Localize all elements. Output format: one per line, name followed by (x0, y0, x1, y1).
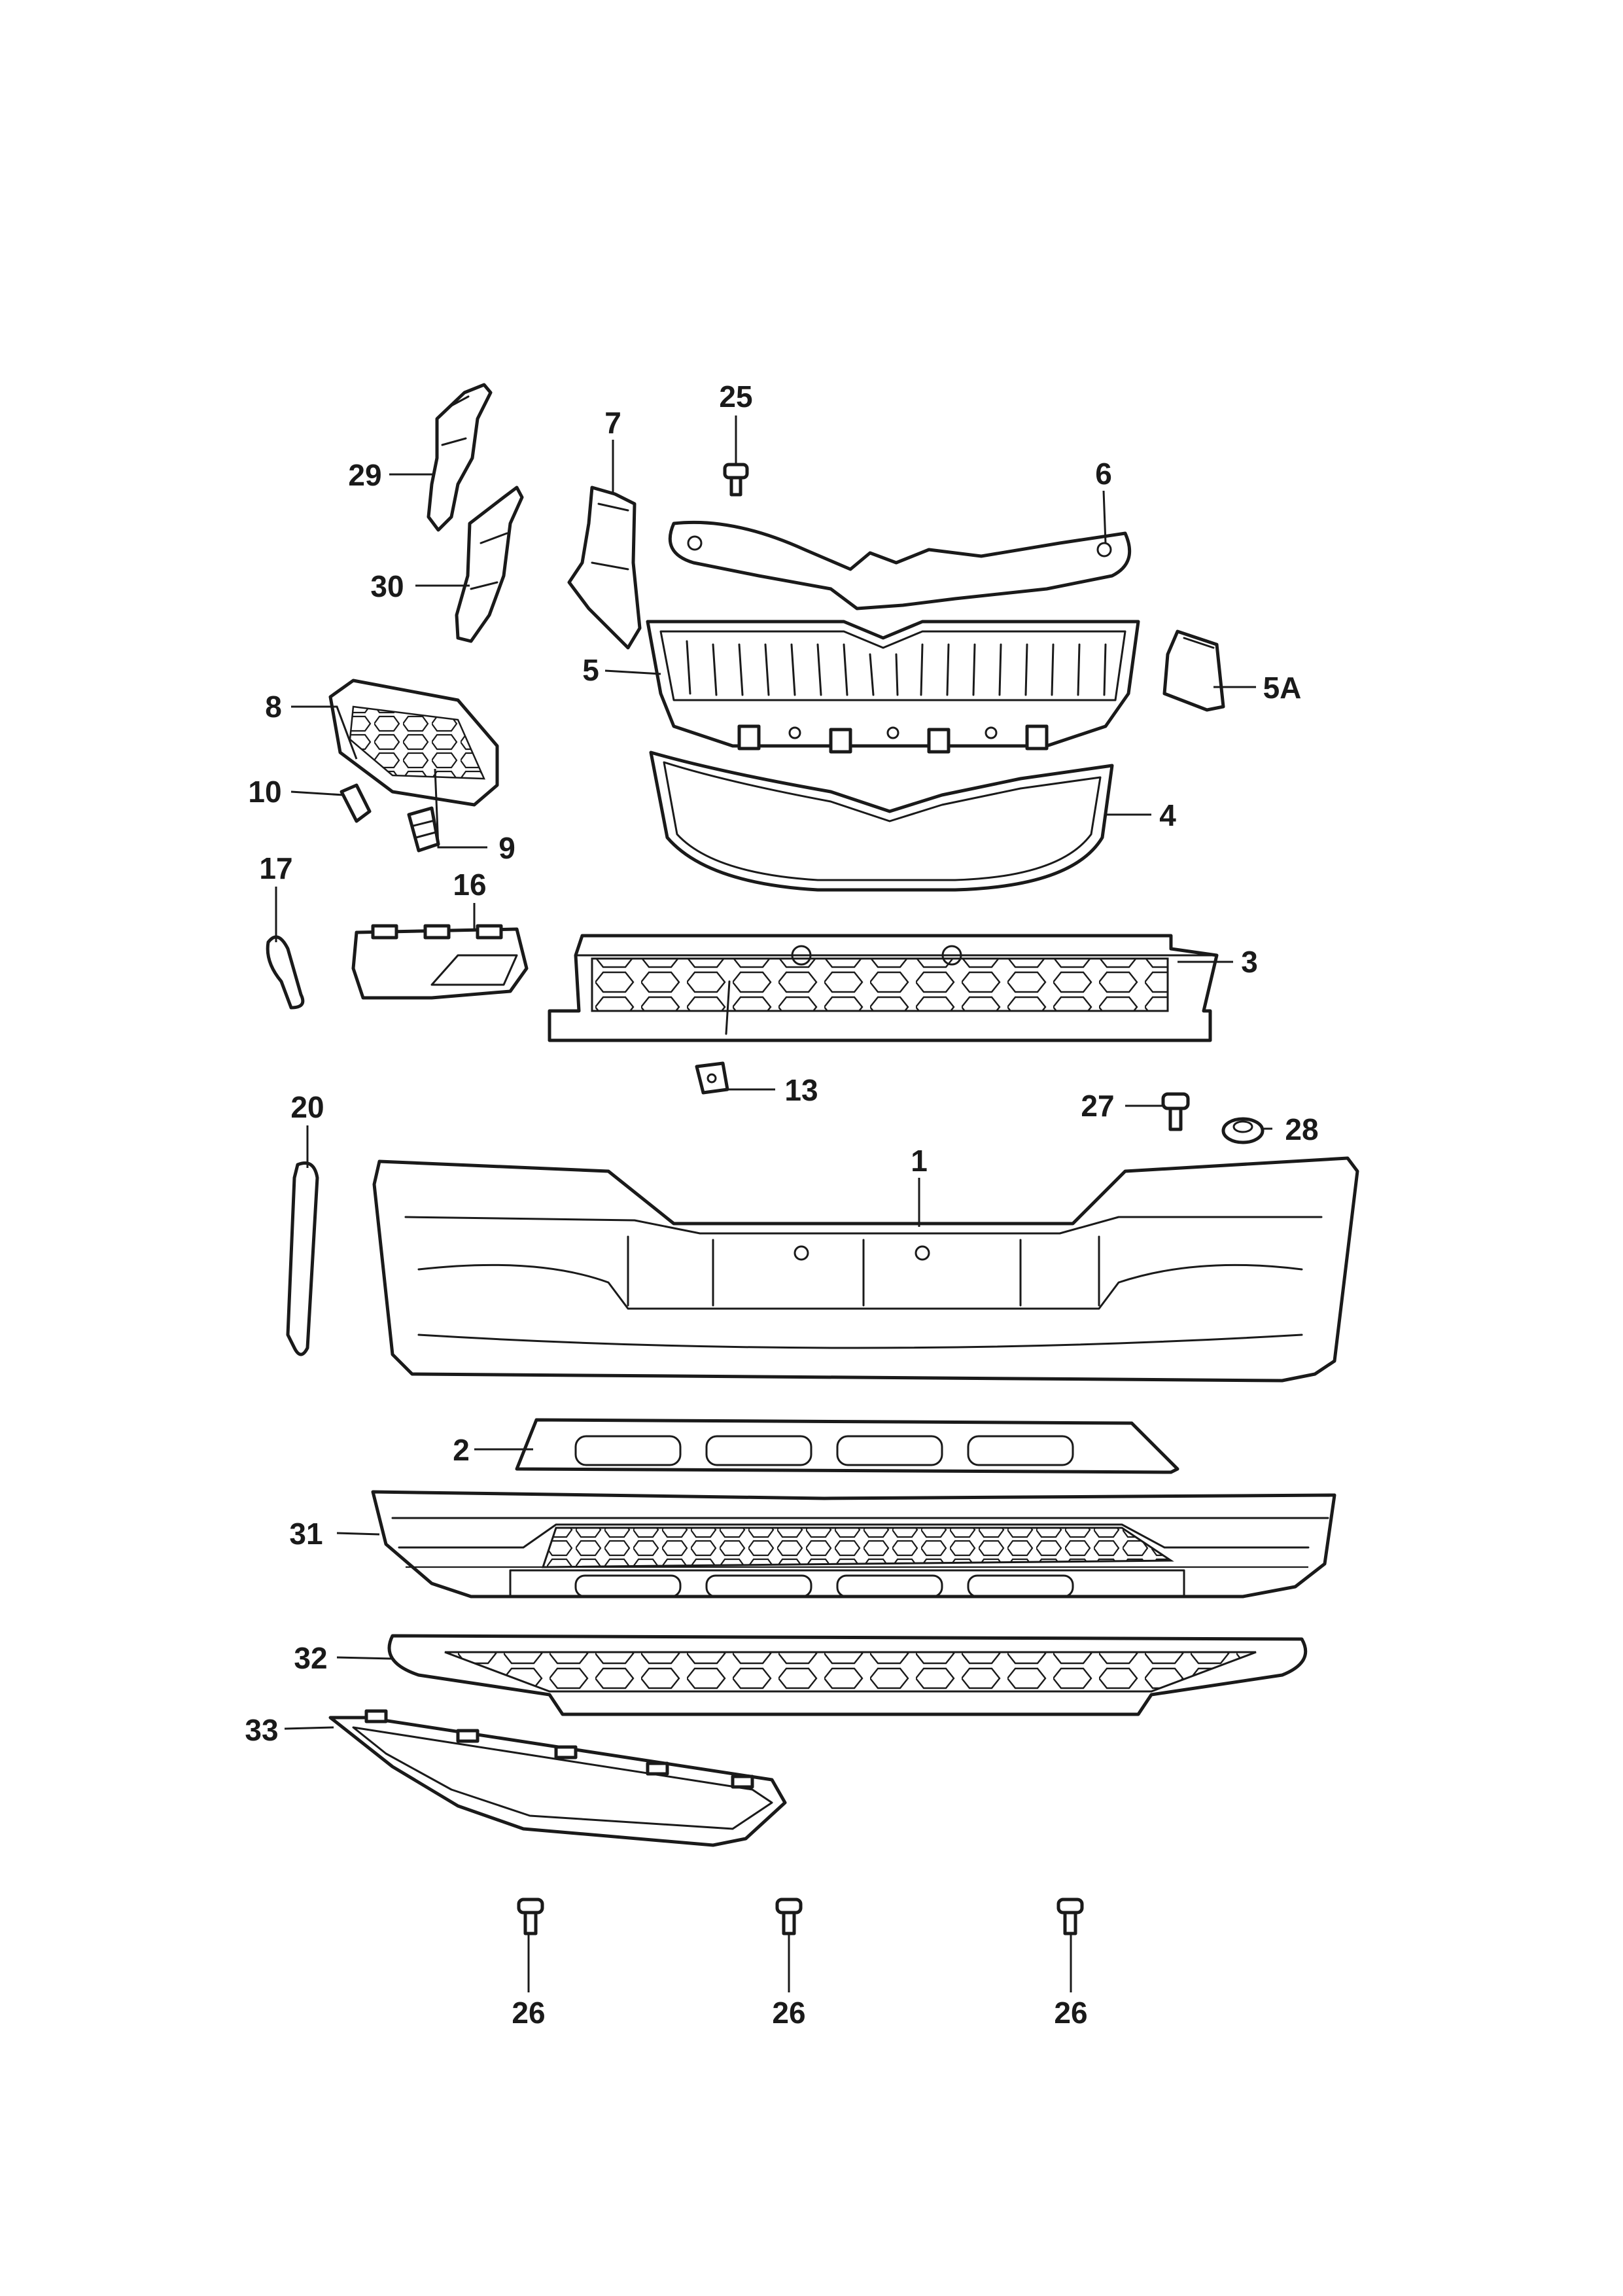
part-26-screw-right (1056, 1898, 1084, 1935)
part-4-grille-frame (649, 751, 1114, 892)
part-16-air-guide (351, 924, 529, 1000)
part-26-screw-middle (775, 1898, 803, 1935)
callout-27: 27 (1081, 1089, 1114, 1123)
callout-1: 1 (911, 1144, 928, 1178)
callout-2: 2 (453, 1433, 470, 1467)
callout-31: 31 (289, 1517, 323, 1551)
part-29-bracket (427, 383, 493, 532)
callout-26-left: 26 (512, 1996, 545, 2030)
part-33-trim-moulding (328, 1709, 787, 1847)
callout-29: 29 (348, 458, 381, 492)
part-10-clip (340, 783, 372, 823)
callout-6: 6 (1095, 457, 1112, 491)
callout-20: 20 (290, 1090, 324, 1124)
part-25-screw (723, 463, 749, 497)
callout-8: 8 (265, 690, 282, 724)
part-26-screw-left (517, 1898, 544, 1935)
part-7-bracket (567, 486, 642, 650)
part-3-lower-grille (548, 934, 1219, 1042)
part-31-lower-bumper (371, 1490, 1336, 1598)
part-2-lower-trim (515, 1418, 1179, 1474)
part-8-fog-grille (328, 679, 499, 807)
part-32-trim-strip (387, 1634, 1308, 1716)
callout-7: 7 (604, 406, 621, 440)
part-28-nut (1221, 1117, 1265, 1144)
callout-13: 13 (784, 1073, 818, 1107)
callout-16: 16 (453, 868, 486, 902)
leader-lines (275, 415, 1272, 1992)
callout-3: 3 (1241, 945, 1258, 979)
callout-5a: 5A (1263, 671, 1302, 705)
callout-28: 28 (1285, 1112, 1318, 1146)
callout-33: 33 (245, 1713, 278, 1747)
part-20-side-strip (286, 1161, 319, 1356)
part-5a-cap (1162, 629, 1225, 712)
callout-10: 10 (248, 775, 281, 809)
part-9-insert (407, 806, 440, 853)
part-1-bumper-cover (372, 1156, 1359, 1383)
callout-4: 4 (1159, 798, 1176, 832)
callout-30: 30 (370, 569, 404, 603)
part-27-bolt (1161, 1092, 1190, 1131)
callout-32: 32 (294, 1641, 327, 1675)
part-6-upper-moulding (668, 520, 1132, 610)
callout-5: 5 (582, 653, 599, 687)
callout-labels: 1 2 3 4 5 5A 6 7 8 9 10 13 16 17 20 25 2… (245, 380, 1318, 2030)
part-5-radiator-grille (646, 620, 1140, 754)
callout-26-right: 26 (1054, 1996, 1087, 2030)
callout-17: 17 (259, 851, 292, 885)
part-30-bracket (455, 486, 524, 643)
callout-9: 9 (498, 831, 515, 865)
part-13-clip (695, 1061, 729, 1095)
callout-25: 25 (719, 380, 752, 414)
callout-26-middle: 26 (772, 1996, 805, 2030)
part-17-strip (266, 935, 305, 1010)
